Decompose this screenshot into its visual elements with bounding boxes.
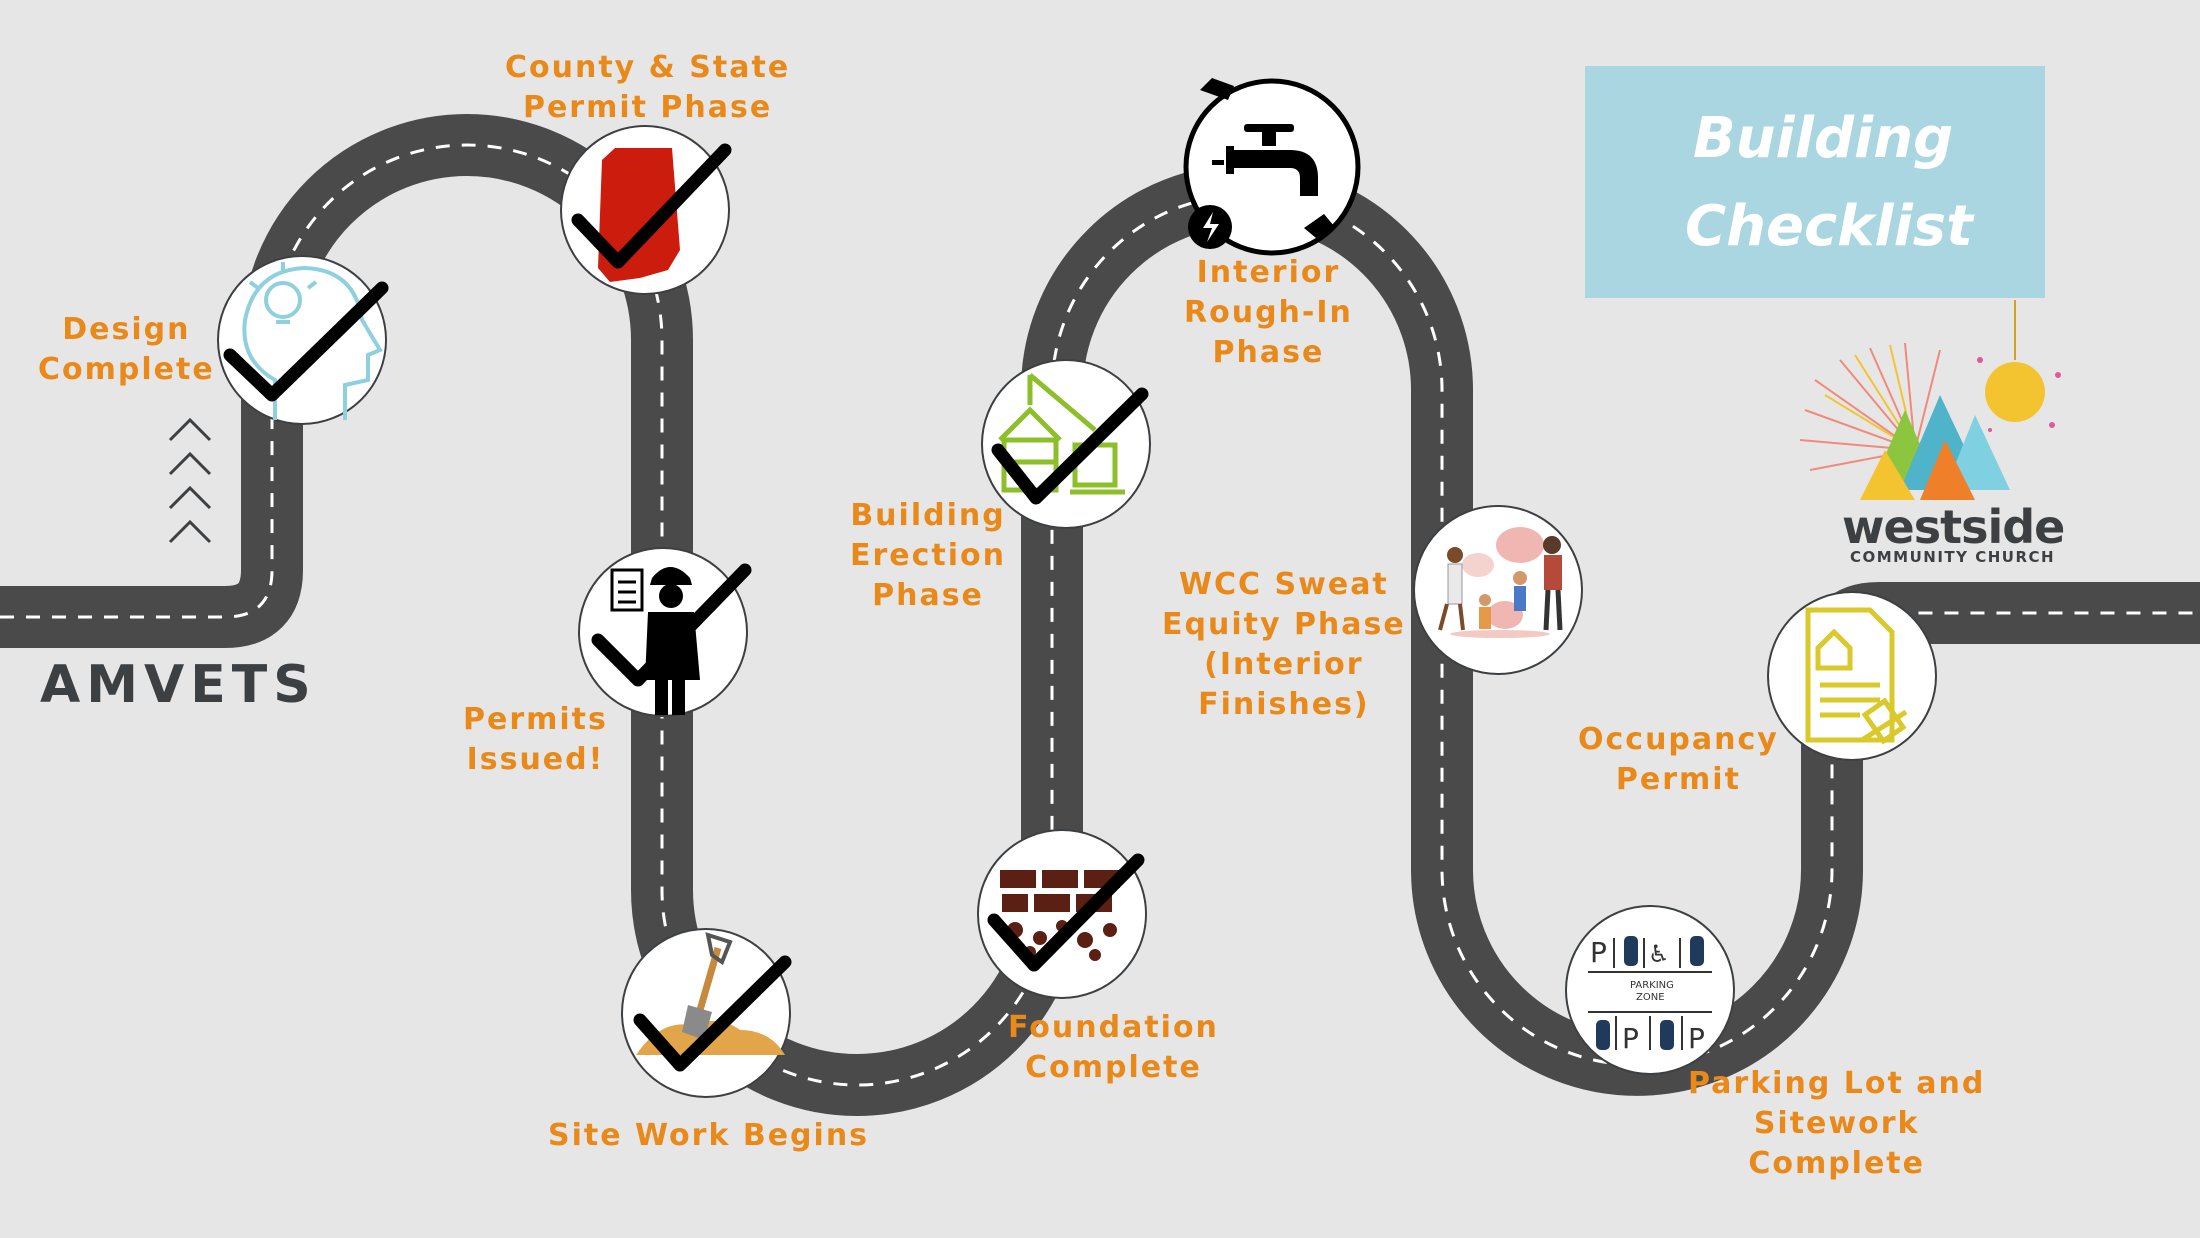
house-document-icon (1805, 607, 1908, 745)
milestone-site-work (621, 928, 791, 1098)
milestone-permits-issued (578, 547, 748, 717)
start-label: AMVETS (40, 655, 317, 715)
svg-text:♿: ♿ (1648, 940, 1670, 968)
title-line-2: Checklist (1685, 194, 1973, 259)
milestone-county-state-permit (560, 125, 730, 295)
label-site-work: Site Work Begins (548, 1118, 870, 1153)
inspector-clipboard-icon (610, 567, 700, 715)
checkmarks (223, 143, 1149, 1072)
svg-text:ZONE: ZONE (1636, 992, 1665, 1003)
check-icon-permits (591, 563, 752, 687)
svg-text:P: P (1590, 936, 1607, 969)
milestone-sweat-equity (1413, 505, 1583, 675)
indiana-map-icon (598, 148, 680, 282)
check-icon-erection (991, 387, 1149, 505)
milestone-interior-rough-in (1183, 78, 1361, 256)
svg-text:P: P (1688, 1022, 1705, 1055)
westside-logo-icon (1799, 300, 2061, 500)
milestone-foundation (977, 829, 1147, 999)
milestone-parking-lot: P ♿ PARKING ZONE P P (1565, 905, 1735, 1075)
title-line-1: Building (1693, 106, 1954, 171)
svg-text:PARKING: PARKING (1630, 980, 1674, 991)
milestone-occupancy (1767, 591, 1937, 761)
road-center-line (0, 143, 2200, 1087)
milestone-building-erection (981, 359, 1151, 529)
check-icon-foundation (987, 853, 1145, 972)
svg-text:P: P (1622, 1022, 1639, 1055)
check-icon-design (223, 281, 389, 402)
check-icon-site-work (633, 955, 792, 1072)
lightning-icon (1203, 212, 1219, 242)
family-painting-icon (1438, 527, 1563, 638)
church-name: westside (1842, 500, 2065, 554)
milestone-design (217, 255, 387, 425)
church-subtitle: COMMUNITY CHURCH (1850, 548, 2056, 566)
parking-lot-icon: P ♿ PARKING ZONE P P (1588, 936, 1712, 1055)
direction-chevrons-icon (168, 417, 212, 544)
title-box: Building Checklist (1585, 66, 2045, 298)
check-icon-county (571, 143, 732, 269)
